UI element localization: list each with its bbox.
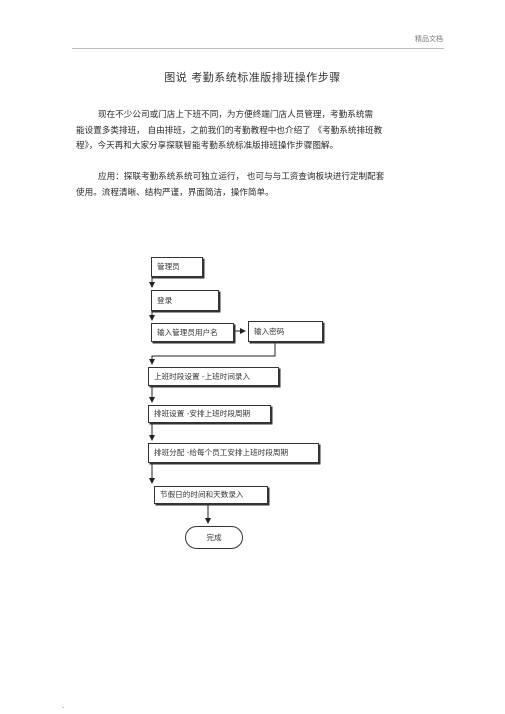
flow-step-shift-setting: 排班设置 -安排上班时段周期 [148, 405, 271, 423]
flow-step-login: 登录 [151, 290, 219, 311]
header-label: 精品文档 [415, 35, 443, 43]
flow-step-done: 完成 [185, 526, 243, 549]
flow-step-holiday: 节假日的时间和天数录入 [154, 486, 268, 504]
text-line: 应用：探联考勤系统系统可独立运行， 也可与与工资查询板块进行定制配套 [98, 172, 385, 182]
intro-paragraph-2: 应用：探联考勤系统系统可独立运行， 也可与与工资查询板块进行定制配套 使用。流程… [76, 170, 442, 201]
text-line: 使用。流程清晰、结构严谨，界面简洁，操作简单。 [76, 187, 274, 198]
text-line: 程》，今天再和大家分享探联智能考勤系统标准版排班操作步骤图解。 [76, 141, 339, 151]
footer-mark: . [62, 702, 65, 710]
arrow-password-shift-time [149, 342, 276, 365]
flow-step-admin: 管理员 [151, 257, 203, 277]
intro-paragraph-1: 现在不少公司或门店上下班不同，为方便终端门店人员管理，考勤系统需 能设置多类排班… [76, 108, 442, 155]
flow-step-shift-time: 上班时段设置 -上班时间录入 [148, 367, 279, 386]
text-line: 能设置多类排班， 自由排班，之前我们的考勤教程中也介绍了 《考勤系统排班教 [76, 125, 383, 136]
header-rule [72, 48, 444, 49]
page-title: 图说 考勤系统标准版排班操作步骤 [164, 71, 341, 84]
text-line: 现在不少公司或门店上下班不同，为方便终端门店人员管理，考勤系统需 [98, 110, 374, 120]
flow-step-username: 输入管理员用户名 [151, 323, 234, 342]
flow-step-password: 输入密码 [248, 321, 323, 342]
flow-step-shift-assign: 排班分配 -给每个员工安排上班时段周期 [148, 443, 319, 463]
